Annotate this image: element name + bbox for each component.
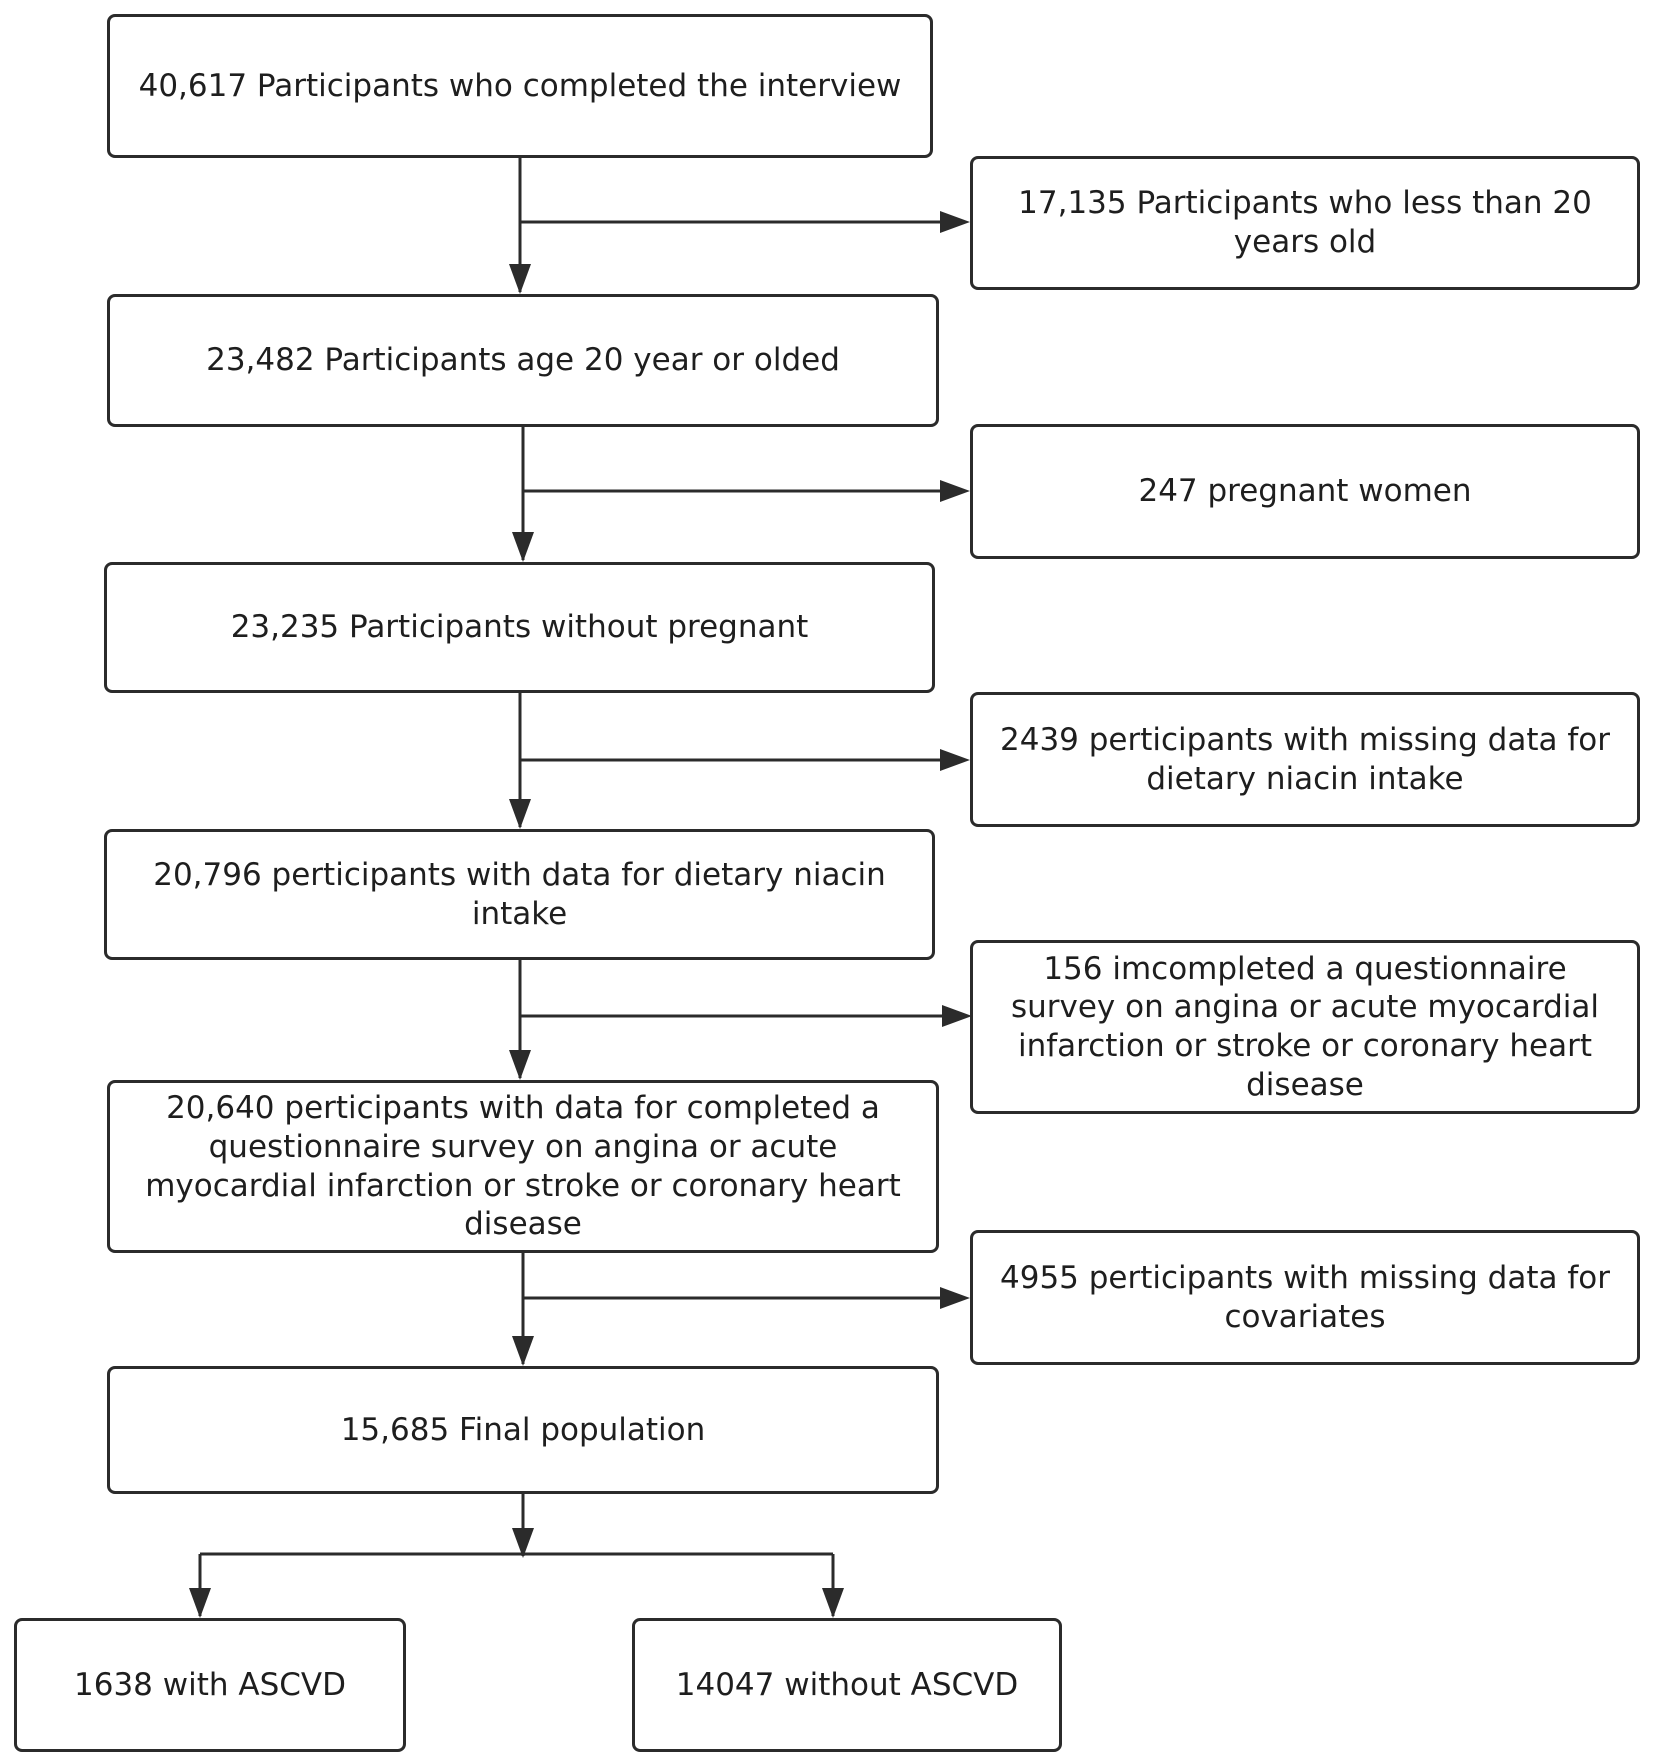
arrowhead-n5 xyxy=(509,1050,531,1080)
node-age-20-or-older: 23,482 Participants age 20 year or olded xyxy=(107,294,939,427)
arrowhead-o2 xyxy=(822,1588,844,1618)
node-without-pregnant: 23,235 Participants without pregnant xyxy=(104,562,935,693)
exclusion-under-20: 17,135 Participants who less than 20 yea… xyxy=(970,156,1640,290)
arrowhead-n3 xyxy=(512,532,534,562)
exclusion-incomplete-questionnaire: 156 imcompleted a questionnaire survey o… xyxy=(970,940,1640,1114)
node-completed-questionnaire: 20,640 perticipants with data for comple… xyxy=(107,1080,939,1253)
arrowhead-n2 xyxy=(509,264,531,294)
exclusion-missing-covariates: 4955 perticipants with missing data for … xyxy=(970,1230,1640,1365)
node-final-population: 15,685 Final population xyxy=(107,1366,939,1494)
node-completed-interview: 40,617 Participants who completed the in… xyxy=(107,14,933,158)
outcome-with-ascvd: 1638 with ASCVD xyxy=(14,1618,406,1752)
outcome-without-ascvd: 14047 without ASCVD xyxy=(632,1618,1062,1752)
arrowhead-e1 xyxy=(940,211,970,233)
arrowhead-e2 xyxy=(940,480,970,502)
exclusion-pregnant-women: 247 pregnant women xyxy=(970,424,1640,559)
arrowhead-n6 xyxy=(512,1336,534,1366)
arrowhead-e3 xyxy=(940,749,970,771)
exclusion-missing-niacin: 2439 perticipants with missing data for … xyxy=(970,692,1640,827)
arrowhead-e4 xyxy=(942,1005,972,1027)
arrowhead-e5 xyxy=(940,1287,970,1309)
arrowhead-o1 xyxy=(189,1588,211,1618)
node-with-niacin-data: 20,796 perticipants with data for dietar… xyxy=(104,829,935,960)
arrowhead-split xyxy=(512,1528,534,1558)
arrowhead-n4 xyxy=(509,799,531,829)
